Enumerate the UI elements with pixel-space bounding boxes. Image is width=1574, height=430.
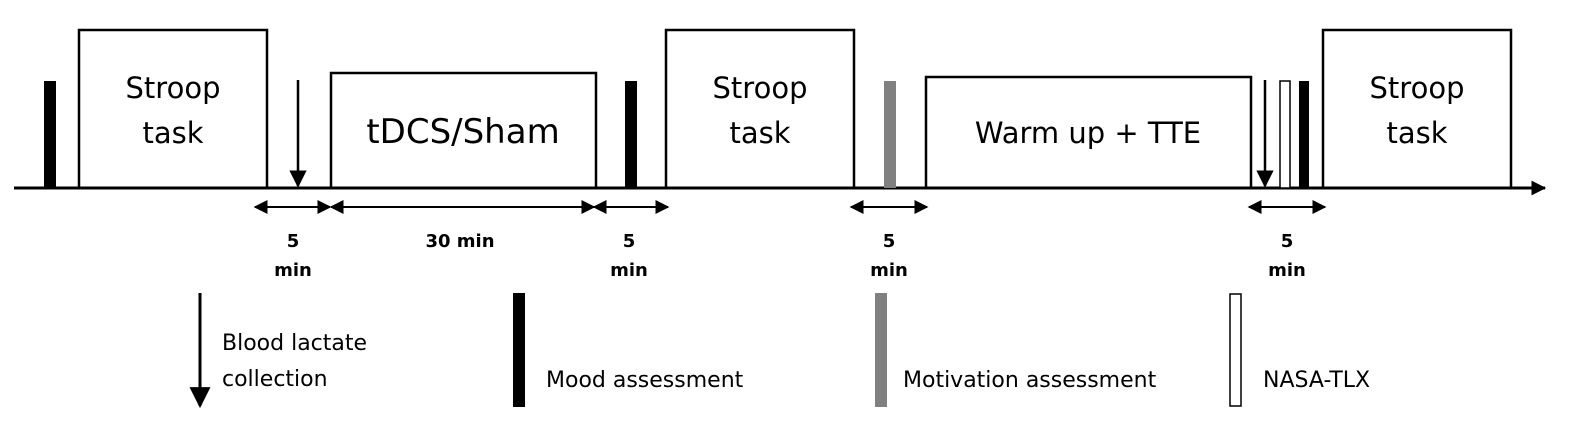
stroop-task-box-2 xyxy=(664,28,856,190)
stroop-task-label-2: Stroop xyxy=(713,71,808,105)
legend-motivation-bar-icon xyxy=(875,293,887,407)
stroop-task-box-1 xyxy=(77,28,269,190)
tdcs-sham-label: tDCS/Sham xyxy=(366,112,559,152)
duration-label-5a: 5 xyxy=(1281,231,1294,252)
warmup-tte-label: Warm up + TTE xyxy=(975,116,1201,150)
warmup-tte-box xyxy=(924,75,1253,190)
stroop-task-box-3 xyxy=(1321,28,1513,190)
legend-blood-lactate-label-2: collection xyxy=(222,367,328,392)
stroop-task-label-3b: task xyxy=(1386,116,1447,150)
mood-bar-1 xyxy=(44,81,56,188)
stroop-task-label-1b: task xyxy=(142,116,203,150)
stroop-task-label-3: Stroop xyxy=(1370,71,1465,105)
nasa-tlx-bar-1 xyxy=(1279,80,1291,189)
legend-mood-bar-icon xyxy=(513,293,525,407)
motivation-bar-1 xyxy=(884,81,896,188)
mood-bar-3 xyxy=(1299,81,1309,188)
duration-label-2: 30 min xyxy=(425,231,494,252)
legend-nasa-tlx-label: NASA-TLX xyxy=(1263,368,1370,393)
duration-label-3b: min xyxy=(610,260,648,281)
duration-label-4a: 5 xyxy=(883,231,896,252)
mood-bar-2 xyxy=(625,81,637,188)
duration-label-3a: 5 xyxy=(623,231,636,252)
duration-label-5b: min xyxy=(1268,260,1306,281)
stroop-task-label-2b: task xyxy=(729,116,790,150)
legend-nasa-tlx-bar-icon xyxy=(1229,293,1242,407)
legend-blood-lactate-label-1: Blood lactate xyxy=(222,331,367,356)
duration-label-4b: min xyxy=(870,260,908,281)
legend-motivation-label: Motivation assessment xyxy=(903,368,1157,393)
tdcs-sham-box xyxy=(329,71,598,190)
legend-mood-label: Mood assessment xyxy=(546,368,744,393)
duration-label-1a: 5 xyxy=(287,231,300,252)
duration-label-1b: min xyxy=(274,260,312,281)
stroop-task-label-1: Stroop xyxy=(126,71,221,105)
